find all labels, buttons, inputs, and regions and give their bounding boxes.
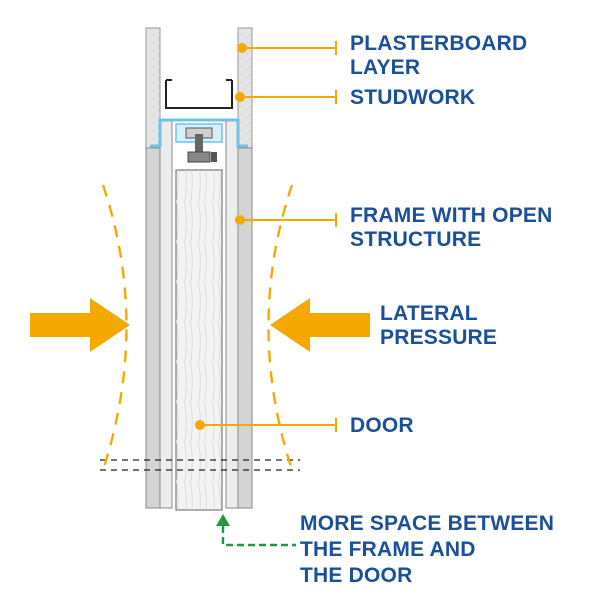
label-space-line3: THE DOOR	[300, 564, 412, 587]
label-plasterboard-line1: PLASTERBOARD	[350, 32, 527, 55]
label-frame-line2: STRUCTURE	[350, 228, 481, 251]
label-pressure-line2: PRESSURE	[380, 326, 497, 349]
label-studwork: STUDWORK	[350, 86, 475, 109]
label-frame-line1: FRAME WITH OPEN	[350, 204, 553, 227]
break-lines	[100, 459, 300, 471]
plasterboard-left	[145, 27, 161, 149]
label-door: DOOR	[350, 414, 414, 437]
label-space-line1: MORE SPACE BETWEEN	[300, 512, 554, 535]
label-space-line2: THE FRAME AND	[300, 538, 476, 561]
label-plasterboard-line2: LAYER	[350, 56, 420, 79]
leader-frame	[235, 213, 337, 227]
door-grain	[176, 170, 222, 510]
frame-structure	[145, 119, 253, 509]
top-track	[150, 118, 248, 148]
leader-studwork	[235, 90, 337, 104]
pressure-arrow-right	[270, 298, 370, 352]
leader-plasterboard	[237, 41, 337, 55]
pressure-arrow-left	[30, 298, 130, 352]
leader-door	[195, 418, 337, 432]
roller-hanger	[187, 134, 217, 163]
studwork-profile	[165, 79, 233, 109]
clearance-arrow	[216, 514, 296, 547]
label-pressure-line1: LATERAL	[380, 302, 478, 325]
